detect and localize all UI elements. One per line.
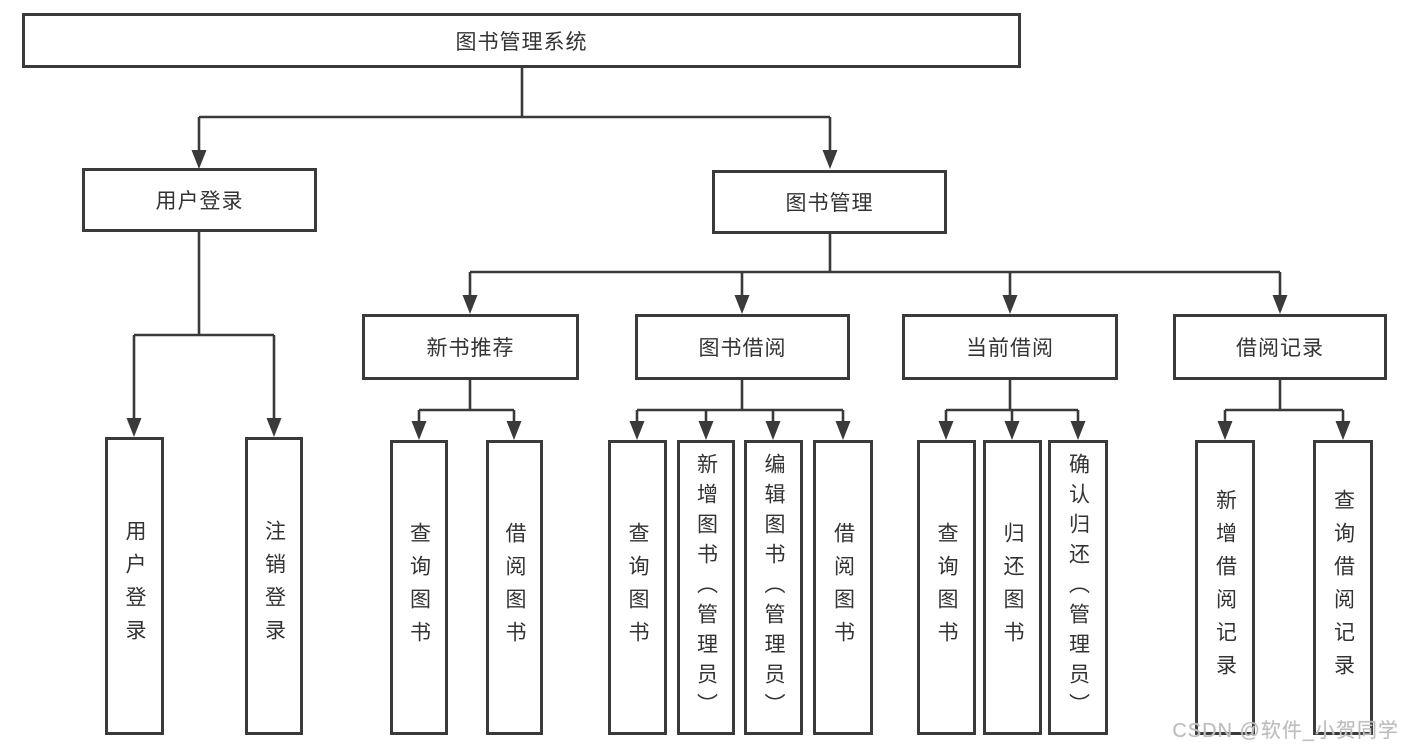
node-query-borrow-record: 查询借阅记录 [1313,440,1373,735]
node-add-book-admin: 新增图书（管理员） [677,440,735,735]
node-label: 借阅图书 [831,521,855,654]
node-label: 查询图书 [935,521,958,654]
node-label: 查询图书 [626,521,649,654]
node-label: 编辑图书（管理员） [762,452,785,723]
node-label: 图书管理 [785,192,874,215]
node-label: 新书推荐 [426,337,515,360]
node-label: 查询图书 [407,521,431,654]
node-library-management-system: 图书管理系统 [22,13,1021,68]
node-return-book: 归还图书 [983,440,1042,735]
node-query-books: 查询图书 [917,440,976,735]
arrowhead-icons [126,150,1351,440]
node-borrow-books: 借阅图书 [813,440,873,735]
node-label: 用户登录 [123,520,146,652]
node-query-books: 查询图书 [608,440,667,735]
node-label: 归还图书 [1001,521,1024,654]
node-user-login-leaf: 用户登录 [105,437,164,735]
node-label: 查询借阅记录 [1331,488,1355,687]
node-borrow-books: 借阅图书 [486,440,543,735]
node-query-books: 查询图书 [390,440,448,735]
node-label: 图书借阅 [698,337,787,360]
connector-lines [132,68,1345,423]
node-logout: 注销登录 [245,437,303,735]
node-label: 借阅图书 [503,521,526,654]
node-confirm-return-admin: 确认归还（管理员） [1048,440,1108,735]
node-user-login: 用户登录 [82,168,317,232]
node-book-borrowing: 图书借阅 [635,314,850,380]
csdn-watermark: CSDN @软件_小贺同学 [1172,720,1399,742]
node-label: 当前借阅 [966,337,1054,360]
node-label: 图书管理系统 [455,30,588,54]
node-add-borrow-record: 新增借阅记录 [1195,440,1255,735]
node-label: 新增借阅记录 [1213,488,1237,687]
node-book-management: 图书管理 [712,170,947,234]
node-label: 借阅记录 [1236,337,1324,360]
node-edit-book-admin: 编辑图书（管理员） [744,440,803,735]
node-label: 用户登录 [155,190,244,213]
node-new-book-recommend: 新书推荐 [362,314,579,380]
node-label: 新增图书（管理员） [694,452,718,723]
node-borrow-records: 借阅记录 [1173,314,1387,380]
node-current-borrowing: 当前借阅 [902,314,1118,380]
node-label: 注销登录 [262,520,286,652]
node-label: 确认归还（管理员） [1066,452,1090,723]
